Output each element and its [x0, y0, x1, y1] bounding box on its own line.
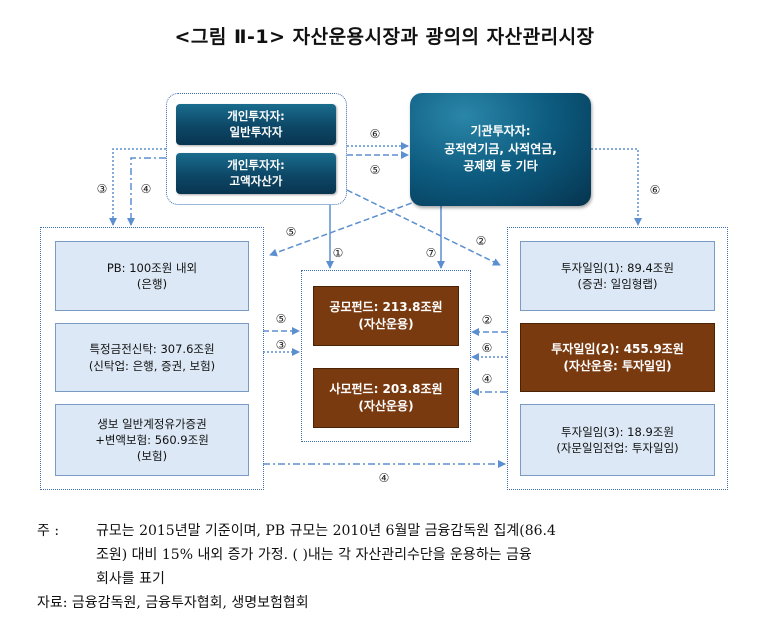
general-investor-line1: 개인투자자:	[227, 108, 285, 123]
label-4-center: ④	[481, 372, 493, 386]
discretionary-3-line2: (자문일임전업: 투자일임)	[556, 441, 679, 455]
left-group	[40, 227, 264, 490]
discretionary-3-line1: 투자일임(3): 18.9조원	[561, 424, 674, 439]
insurance-line3: (보험)	[136, 449, 168, 464]
discretionary-1-line2: (증권: 일임형랩)	[577, 277, 658, 291]
hnw-investor-line1: 개인투자자:	[227, 157, 285, 172]
label-7: ⑦	[425, 246, 437, 260]
source-note: 자료: 금융감독원, 금융투자협회, 생명보험협회	[37, 595, 309, 611]
label-3-top: ③	[96, 182, 108, 196]
public-fund-line2: (자산운용)	[358, 317, 414, 331]
label-2-diag: ②	[475, 234, 487, 248]
pb-line1: PB: 100조원 내외	[106, 260, 198, 275]
label-5-center: ⑤	[275, 312, 287, 326]
trust-line2: (신탁업: 은행, 증권, 보험)	[88, 358, 216, 373]
pb-box: PB: 100조원 내외 (은행)	[55, 241, 249, 311]
discretionary-1-line1: 투자일임(1): 89.4조원	[561, 260, 674, 275]
arrow-2-diag	[346, 189, 501, 266]
general-investor-box: 개인투자자: 일반투자자	[176, 104, 336, 145]
public-fund-line1: 공모펀드: 213.8조원	[329, 300, 443, 315]
discretionary-2-line1: 투자일임(2): 455.9조원	[551, 341, 684, 356]
label-6-center: ⑥	[481, 341, 493, 355]
trust-box: 특정금전신탁: 307.6조원 (신탁업: 은행, 증권, 보험)	[55, 323, 249, 392]
institutional-line3: 공제회 등 기타	[463, 159, 538, 174]
label-5-diag: ⑤	[285, 225, 297, 239]
label-1: ①	[332, 246, 344, 260]
note-line3: 회사를 표기	[96, 571, 165, 587]
discretionary-2-line2: (자산운용: 투자일임)	[563, 358, 672, 373]
insurance-box: 생보 일반계정유가증권 +변액보험: 560.9조원 (보험)	[55, 404, 249, 476]
arrow-3-top	[109, 148, 166, 226]
hnw-investor-line2: 고액자산가	[229, 173, 283, 188]
discretionary-3-box: 투자일임(3): 18.9조원 (자문일임전업: 투자일임)	[520, 404, 715, 476]
label-5-investors: ⑤	[369, 163, 381, 177]
arrow-6-right	[591, 148, 642, 226]
label-2-center: ②	[481, 313, 493, 327]
label-4-bottom: ④	[378, 471, 390, 485]
figure-title: <그림 Ⅱ-1> 자산운용시장과 광의의 자산관리시장	[174, 26, 595, 48]
pb-line2: (은행)	[136, 277, 168, 291]
right-group	[507, 227, 728, 490]
private-fund-line2: (자산운용)	[358, 399, 414, 413]
general-investor-line2: 일반투자자	[229, 124, 283, 139]
private-fund-line1: 사모펀드: 203.8조원	[329, 382, 443, 397]
center-group	[301, 270, 471, 442]
public-fund-box: 공모펀드: 213.8조원 (자산운용)	[313, 286, 459, 346]
insurance-line2: +변액보험: 560.9조원	[95, 432, 209, 447]
note-prefix: 주 :	[37, 523, 60, 539]
discretionary-1-box: 투자일임(1): 89.4조원 (증권: 일임형랩)	[520, 241, 715, 311]
hnw-investor-box: 개인투자자: 고액자산가	[176, 153, 336, 194]
label-4-top: ④	[140, 182, 152, 196]
institutional-line1: 기관투자자:	[470, 124, 531, 139]
individual-investor-group	[166, 93, 347, 205]
institutional-investor-box: 기관투자자: 공적연기금, 사적연금, 공제회 등 기타	[410, 93, 591, 206]
label-3-center: ③	[275, 338, 287, 352]
note-line2: 조원) 대비 15% 내외 증가 가정. ( )내는 각 자산관리수단을 운용하…	[96, 547, 532, 563]
private-fund-box: 사모펀드: 203.8조원 (자산운용)	[313, 368, 459, 428]
trust-line1: 특정금전신탁: 307.6조원	[89, 342, 215, 357]
label-6-investors: ⑥	[369, 127, 381, 141]
note-line1: 규모는 2015년말 기준이며, PB 규모는 2010년 6월말 금융감독원 …	[96, 523, 556, 539]
discretionary-2-box: 투자일임(2): 455.9조원 (자산운용: 투자일임)	[520, 323, 715, 392]
institutional-line2: 공적연기금, 사적연금,	[444, 141, 557, 156]
label-6-right: ⑥	[649, 183, 661, 197]
arrow-4-top	[127, 157, 166, 226]
insurance-line1: 생보 일반계정유가증권	[97, 416, 207, 431]
